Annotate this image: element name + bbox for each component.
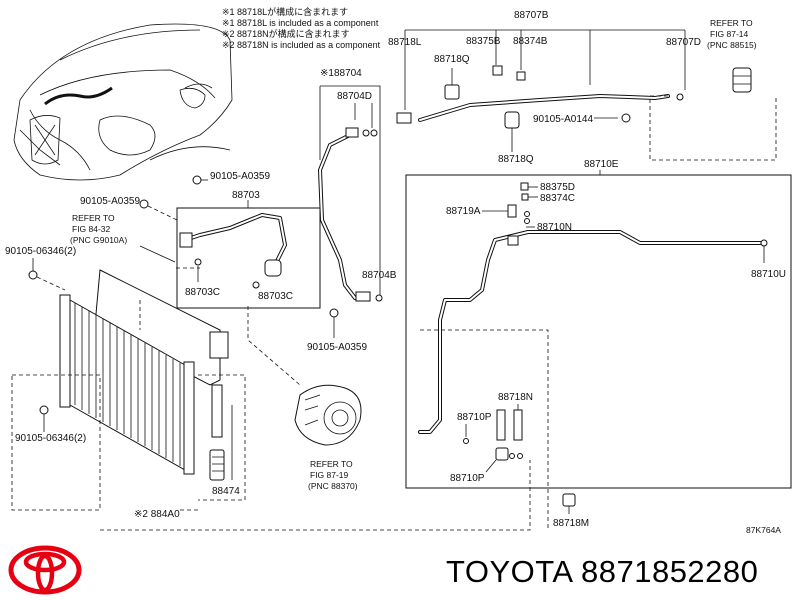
label-88718Q-bottom: 88718Q (498, 154, 534, 165)
label-88704B: 88704B (362, 270, 397, 281)
label-88707D: 88707D (666, 37, 701, 48)
component-notes: ※1 88718Lが構成に含まれます ※1 88718L is included… (222, 6, 381, 50)
label-88703: 88703 (232, 190, 260, 201)
ref-87-14-line2: FIG 87-14 (710, 29, 749, 39)
diagram-code: 87K764A (746, 525, 781, 535)
compressor-icon (294, 384, 362, 446)
receiver-ref: REFER TO FIG 87-14 (PNC 88515) (707, 18, 757, 93)
ref-87-19-line1: REFER TO (310, 459, 353, 469)
clamp-88718Q-b (504, 111, 520, 129)
pipe-88707B-group: 88707B 88718L 88375B 88374B 88707D 88718… (388, 10, 777, 165)
label-88710U: 88710U (751, 269, 786, 280)
label-90105-A0144: 90105-A0144 (533, 114, 593, 125)
label-88718M: 88718M (553, 518, 589, 529)
clip-88718M (562, 493, 576, 507)
clip-88718M-group: 88718M (553, 493, 589, 529)
ref-87-14-line3: (PNC 88515) (707, 40, 757, 50)
label-188704: ※188704 (320, 68, 362, 79)
cap-88375B (492, 65, 503, 76)
receiver-icon (732, 67, 752, 93)
label-90105-A0359-a: 90105-A0359 (210, 171, 270, 182)
label-88375B: 88375B (466, 36, 501, 47)
valve-88374B (516, 71, 526, 81)
ref-87-19-line2: FIG 87-19 (310, 470, 349, 480)
label-88704D: 88704D (337, 91, 372, 102)
label-88710P-a: 88710P (457, 412, 492, 423)
label-88703C-b: 88703C (258, 291, 293, 302)
note-line-2: ※1 88718L is included as a component (222, 18, 379, 28)
label-88375D: 88375D (540, 182, 575, 193)
hose-88704-group: ※188704 88704D 88704B 90105-A0359 (307, 68, 397, 353)
note-line-1: ※1 88718Lが構成に含まれます (222, 6, 348, 17)
ref-84-32-line2: FIG 84-32 (72, 224, 111, 234)
label-88718N: 88718N (498, 392, 533, 403)
label-90105-A0359-b: 90105-A0359 (80, 196, 140, 207)
label-88710P-b: 88710P (450, 473, 485, 484)
car-front-illustration (13, 23, 233, 181)
label-88474: 88474 (212, 486, 240, 497)
label-88719A: 88719A (446, 206, 481, 217)
note-line-4: ※2 88718N is included as a component (222, 40, 381, 50)
pipe-88710E-group: 88710E 88375D 88374C 88719A 88710N 88710… (405, 159, 792, 489)
label-90105-A0359-c: 90105-A0359 (307, 342, 367, 353)
box-88703 (176, 207, 321, 309)
box-88710E (405, 174, 792, 489)
label-88374B: 88374B (513, 36, 548, 47)
ref-87-14-line1: REFER TO (710, 18, 753, 28)
compressor-group: REFER TO FIG 87-19 (PNC 88370) (294, 384, 362, 491)
note-line-3: ※2 88718Nが構成に含まれます (222, 28, 350, 39)
ref-84-32-line1: REFER TO (72, 213, 115, 223)
ref-87-19-line3: (PNC 88370) (308, 481, 358, 491)
label-88374C: 88374C (540, 193, 575, 204)
label-90105-06346-a: 90105-06346(2) (5, 246, 76, 257)
label-88707B: 88707B (514, 10, 549, 21)
label-90105-06346-b: 90105-06346(2) (15, 433, 86, 444)
label-88718Q-top: 88718Q (434, 54, 470, 65)
ref-84-32-line3: (PNC G9010A) (70, 235, 127, 245)
footer-part-number: TOYOTA 8871852280 (446, 554, 759, 589)
label-884A0: ※2 884A0 (134, 509, 180, 520)
label-88710N: 88710N (537, 222, 572, 233)
clamp-88718Q (444, 84, 460, 100)
toyota-logo-icon (8, 545, 82, 595)
label-88710E: 88710E (584, 159, 619, 170)
label-88703C-a: 88703C (185, 287, 220, 298)
condenser-group: REFER TO FIG 84-32 (PNC G9010A) 90105-06… (5, 213, 246, 520)
hose-88703-group: 90105-A0359 88703 88703C 88703C 90105-A0… (80, 171, 321, 309)
label-88718L: 88718L (388, 37, 422, 48)
clip-88718L (396, 112, 412, 124)
